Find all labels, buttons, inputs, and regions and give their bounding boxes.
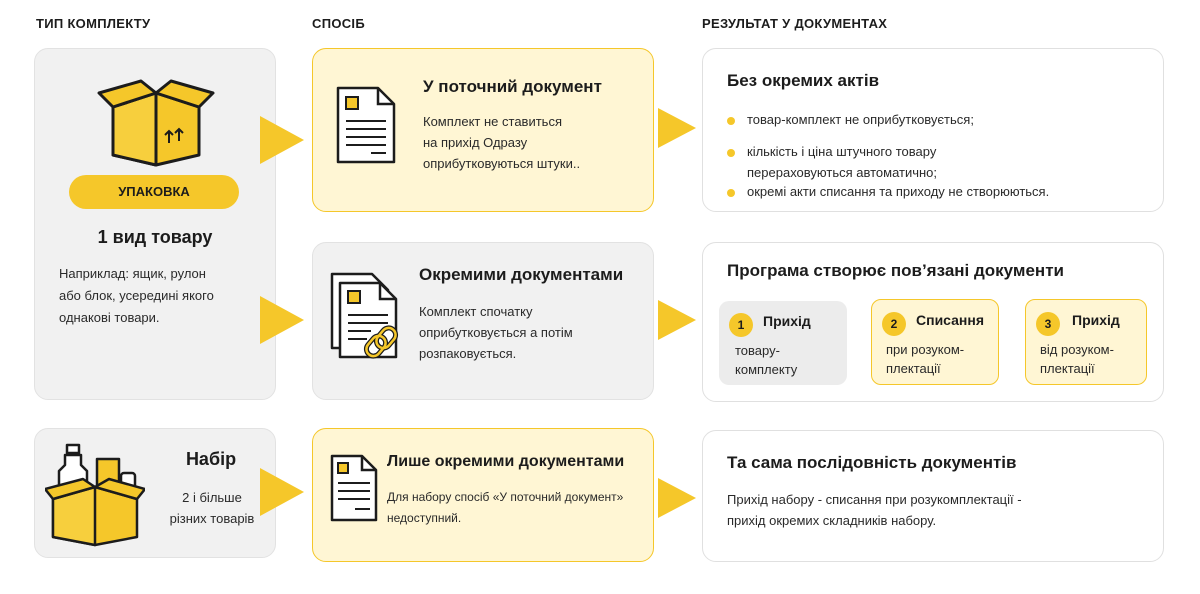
result-bullet-3: окремі акти списання та приходу не створ… <box>747 184 1050 199</box>
packaging-desc: Наприклад: ящик, рулон або блок, усереди… <box>59 266 214 325</box>
step-number-2: 2 <box>882 312 906 336</box>
result-title-no-acts: Без окремих актів <box>727 71 880 90</box>
step-title-3: Прихід <box>1072 312 1120 328</box>
bullet-icon <box>727 149 735 157</box>
header-result: РЕЗУЛЬТАТ У ДОКУМЕНТАХ <box>702 16 888 31</box>
result-card-no-acts: Без окремих актів товар-комплект не опри… <box>702 48 1164 212</box>
step-desc-1: товару- комплекту <box>735 343 798 377</box>
document-icon <box>336 86 396 164</box>
linked-documents-icon <box>330 272 399 359</box>
arrow-right-3 <box>260 468 304 516</box>
method-title-current: У поточний документ <box>423 77 602 96</box>
step-number-3: 3 <box>1036 312 1060 336</box>
document-small-icon <box>330 454 378 522</box>
result-bullet-1: товар-комплект не оприбутковується; <box>747 112 974 127</box>
bullet-icon <box>727 189 735 197</box>
result-desc-same-sequence: Прихід набору - списання при розукомплек… <box>727 492 1022 528</box>
set-desc: 2 і більше різних товарів <box>169 490 255 526</box>
set-card: Набір 2 і більше різних товарів <box>34 428 276 558</box>
arrow-right-2 <box>260 296 304 344</box>
result-bullet-2: кількість і ціна штучного товару перерах… <box>747 144 938 180</box>
method-title-separate: Окремими документами <box>419 265 624 284</box>
step-desc-3: від розуком- плектації <box>1040 342 1114 376</box>
result-card-same-sequence: Та сама послідовність документів Прихід … <box>702 430 1164 562</box>
header-type: ТИП КОМПЛЕКТУ <box>36 16 151 31</box>
box-icon <box>97 79 215 167</box>
packaging-card: УПАКОВКА 1 вид товару Наприклад: ящик, р… <box>34 48 276 400</box>
bullet-icon <box>727 117 735 125</box>
set-title: Набір <box>185 449 237 469</box>
result-title-linked-docs: Програма створює пов’язані документи <box>727 261 1064 280</box>
method-desc-current: Комплект не ставиться на прихід Одразу о… <box>423 114 581 171</box>
step-desc-2: при розуком- плектації <box>886 342 965 376</box>
method-card-current: У поточний документ Комплект не ставитьс… <box>312 48 654 212</box>
step-title-2: Списання <box>916 312 984 328</box>
set-box-icon <box>45 443 145 547</box>
arrow-right-4 <box>658 108 696 148</box>
step-card-2: 2 Списання при розуком- плектації <box>871 299 999 385</box>
step-title-1: Прихід <box>763 313 811 329</box>
arrow-right-5 <box>658 300 696 340</box>
method-desc-separate: Комплект спочатку оприбутковується а пот… <box>419 304 573 361</box>
arrow-right-1 <box>260 116 304 164</box>
method-desc-only-separate: Для набору спосіб «У поточний документ» … <box>387 490 624 525</box>
packaging-title: 1 вид товару <box>97 227 213 247</box>
method-card-only-separate: Лише окремими документами Для набору спо… <box>312 428 654 562</box>
result-title-same-sequence: Та сама послідовність документів <box>727 453 1017 472</box>
arrow-right-6 <box>658 478 696 518</box>
header-method: СПОСІБ <box>312 16 365 31</box>
step-number-1: 1 <box>729 313 753 337</box>
packaging-badge: УПАКОВКА <box>69 175 239 209</box>
result-card-linked-docs: Програма створює пов’язані документи 1 П… <box>702 242 1164 402</box>
step-card-1: 1 Прихід товару- комплекту <box>719 301 847 385</box>
method-card-separate: Окремими документами Комплект спочатку о… <box>312 242 654 400</box>
step-card-3: 3 Прихід від розуком- плектації <box>1025 299 1147 385</box>
method-title-only-separate: Лише окремими документами <box>387 453 625 470</box>
